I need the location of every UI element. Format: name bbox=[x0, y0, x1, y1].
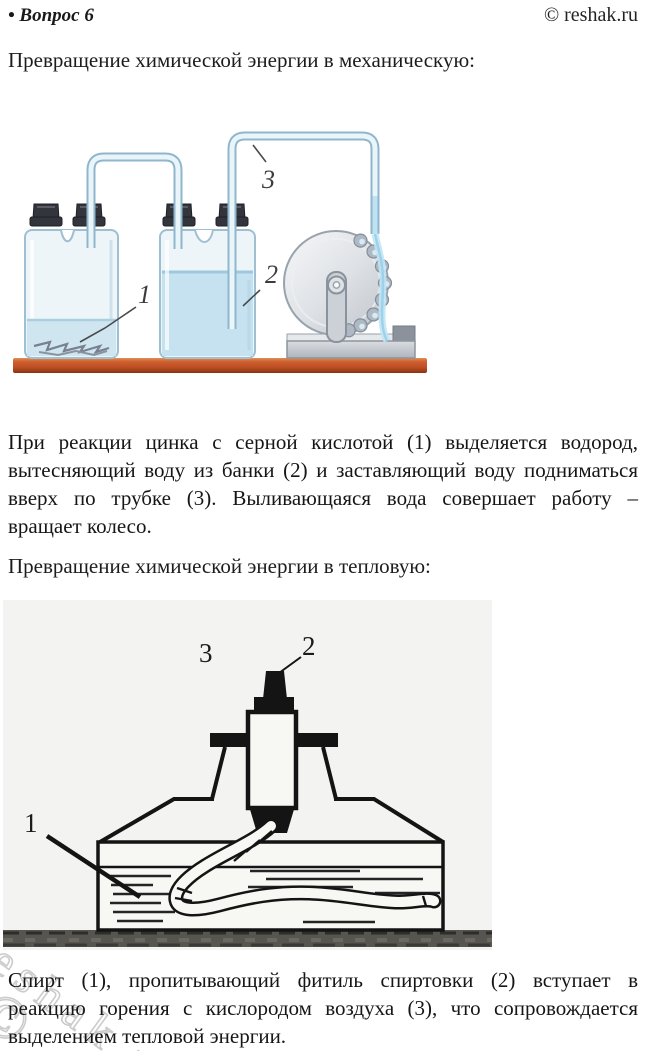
paragraph-line: Спирт (1), пропитывающий фитиль спиртовк… bbox=[8, 968, 638, 992]
wheel-base bbox=[286, 340, 416, 359]
burner-cap bbox=[254, 697, 294, 714]
paragraph-line: вытесняющий воду из банки (2) и заставля… bbox=[8, 458, 638, 482]
spirit-lamp-diagram: 3 2 1 bbox=[3, 600, 492, 950]
label-wick: 2 bbox=[302, 631, 316, 661]
diagram2-labels: 3 2 1 bbox=[24, 631, 316, 838]
label-1: 1 bbox=[138, 280, 151, 309]
label-3-pointer bbox=[252, 144, 267, 163]
wick-rope bbox=[168, 818, 442, 917]
label-2: 2 bbox=[265, 260, 278, 289]
chemical-to-mechanical-diagram: 1 2 3 bbox=[13, 131, 427, 373]
section1-title: Превращение химической энергии в механич… bbox=[8, 48, 475, 72]
label-3: 3 bbox=[261, 165, 275, 194]
label-2-pointer bbox=[242, 289, 261, 307]
jar-1-with-zinc bbox=[24, 203, 119, 359]
paragraph-line: При реакции цинка с серной кислотой (1) … bbox=[8, 430, 638, 454]
label-1-pointer bbox=[79, 306, 137, 343]
section2-title: Превращение химической энергии в теплову… bbox=[8, 554, 431, 578]
water-outlet-tube bbox=[227, 131, 380, 329]
paragraph-line: вращает колесо. bbox=[8, 514, 152, 538]
label-air: 3 bbox=[199, 638, 213, 668]
diagram1-labels: 1 2 3 bbox=[138, 165, 278, 309]
water-wheel bbox=[283, 230, 416, 359]
section1-paragraph: При реакции цинка с серной кислотой (1) … bbox=[8, 428, 638, 540]
paragraph-line: вверх по трубке (3). Выливающаяся вода с… bbox=[8, 486, 638, 510]
water bbox=[162, 272, 253, 356]
label-1-pointer bbox=[45, 834, 142, 899]
table-surface bbox=[13, 358, 427, 373]
zinc-pieces bbox=[33, 340, 110, 354]
ground bbox=[3, 930, 492, 947]
question-label: • Вопрос 6 bbox=[8, 5, 94, 26]
paragraph-line: выделением тепловой энергии. bbox=[8, 1024, 287, 1048]
label-alcohol: 1 bbox=[24, 808, 38, 838]
copyright-label: © reshak.ru bbox=[543, 4, 638, 26]
wick-bands bbox=[174, 830, 428, 907]
lamp-hood bbox=[98, 746, 445, 844]
section2-paragraph: Спирт (1), пропитывающий фитиль спиртовк… bbox=[8, 966, 638, 1050]
gas-tube bbox=[86, 152, 183, 249]
wick-tip bbox=[263, 671, 287, 699]
burner-glass-tube bbox=[245, 709, 299, 811]
label-2-pointer bbox=[278, 656, 302, 674]
paragraph-line: реакцию горения с кислородом воздуха (3)… bbox=[8, 996, 638, 1020]
